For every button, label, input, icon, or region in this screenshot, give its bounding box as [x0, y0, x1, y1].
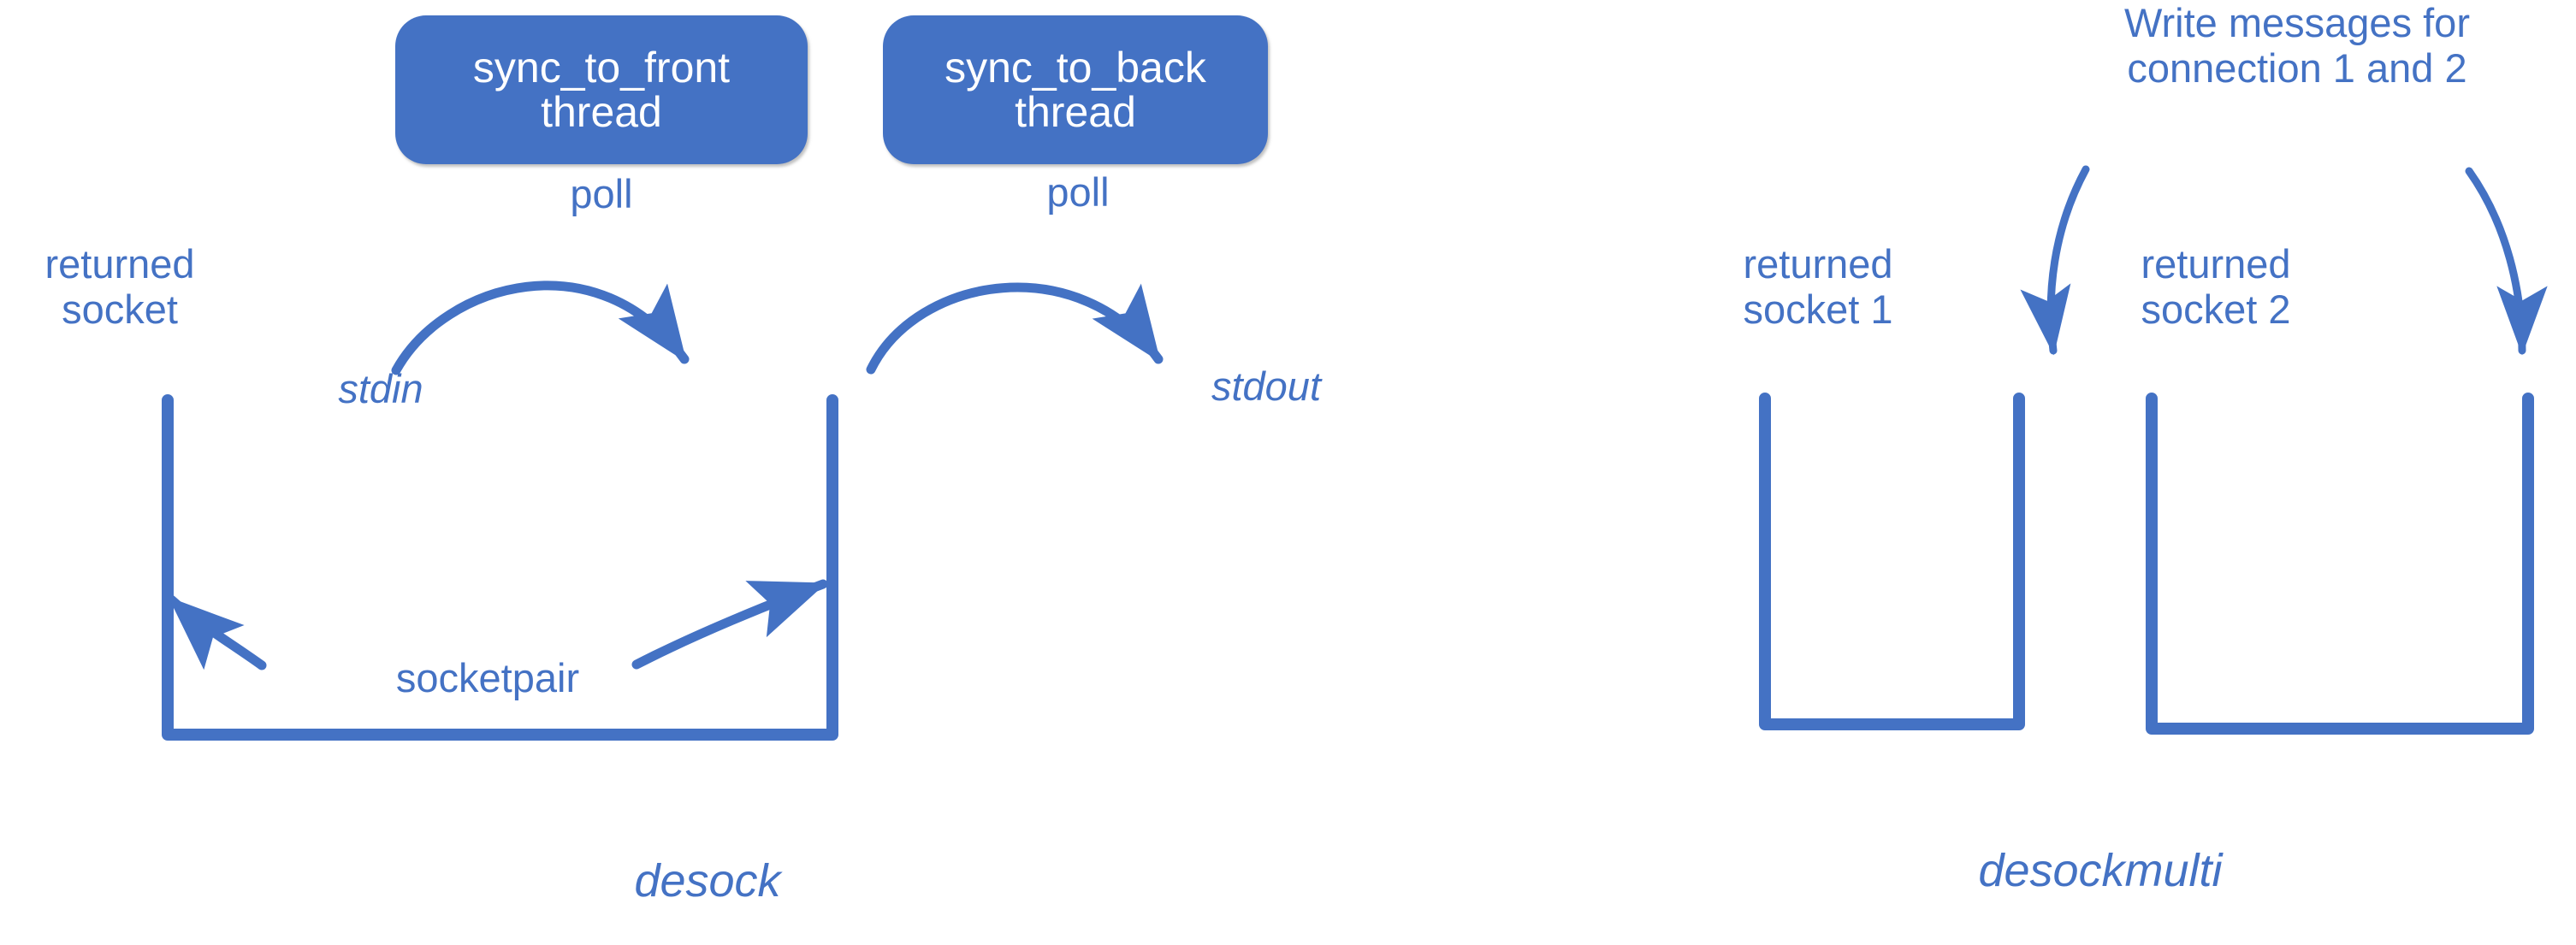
socketpair-left-arrow [166, 594, 267, 670]
thread-box-sync-to-front-line2: thread [541, 88, 662, 136]
poll-front-arrow [391, 281, 690, 375]
caption-desock: desock [634, 855, 781, 907]
returned-socket-1-shape [1759, 393, 2025, 730]
thread-box-sync-to-front-text: sync_to_front thread [472, 43, 731, 136]
poll-label-back: poll [1046, 169, 1110, 215]
thread-box-sync-to-back-line2: thread [1015, 88, 1136, 136]
write-connection-2-arrow [2465, 167, 2548, 356]
poll-label-front: poll [570, 171, 633, 216]
caption-desockmulti: desockmulti [1978, 845, 2223, 896]
thread-box-sync-to-front-line1: sync_to_front [472, 43, 731, 92]
socketpair-label: socketpair [395, 655, 580, 700]
poll-back-arrow [866, 282, 1164, 375]
stdout-label: stdout [1211, 363, 1322, 409]
thread-box-sync-to-back-text: sync_to_back thread [945, 43, 1206, 136]
thread-box-sync-to-front[interactable]: sync_to_front thread [395, 15, 808, 164]
returned-socket-2-shape [2146, 393, 2534, 735]
stdin-label: stdin [338, 366, 423, 411]
thread-box-sync-to-back-line1: sync_to_back [945, 43, 1206, 92]
socketpair-right-arrow [631, 579, 828, 670]
thread-box-sync-to-back[interactable]: sync_to_back thread [883, 15, 1268, 164]
